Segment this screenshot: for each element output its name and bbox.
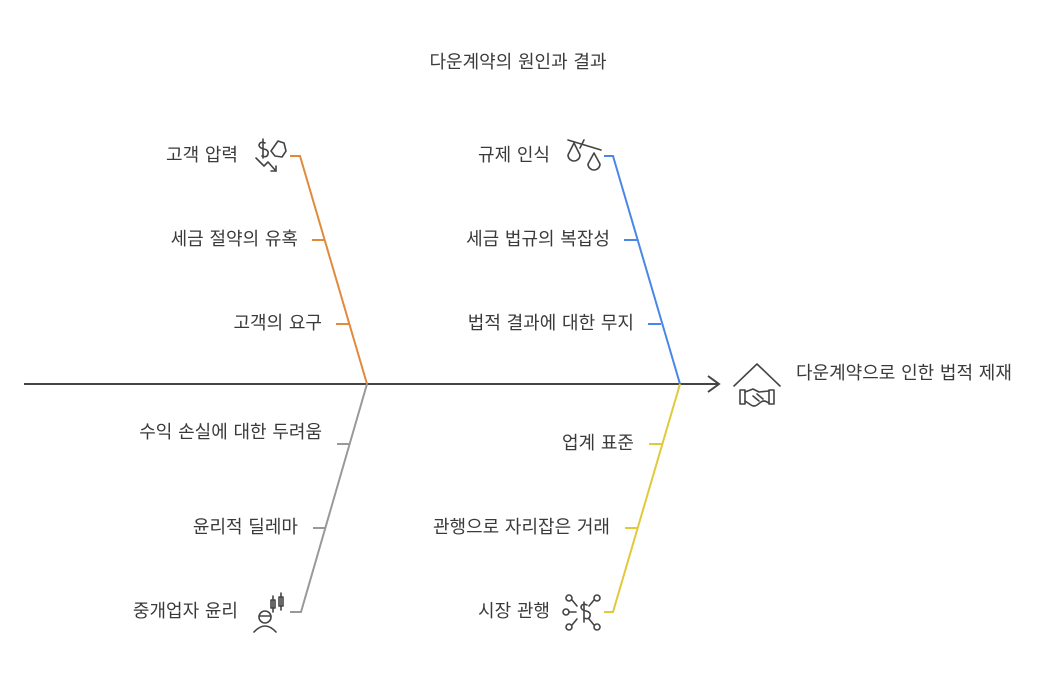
network-money-icon: [562, 594, 601, 631]
cause-tax-saving-temptation: 세금 절약의 유혹: [170, 229, 298, 250]
effect-label: 다운계약으로 인한 법적 제재: [796, 363, 1012, 384]
bone-bottom-left: [290, 383, 368, 613]
category-market-practice: 시장 관행: [478, 601, 550, 622]
cause-established-practice: 관행으로 자리잡은 거래: [432, 517, 610, 538]
cause-customer-demand: 고객의 요구: [233, 313, 322, 334]
category-customer-pressure: 고객 압력: [166, 145, 238, 166]
cause-legal-ignorance: 법적 결과에 대한 무지: [467, 313, 634, 334]
agent-candles-icon: [253, 592, 284, 633]
category-regulatory-awareness: 규제 인식: [478, 145, 550, 166]
handshake-house-icon: [733, 363, 781, 407]
bone-top-left: [290, 155, 368, 385]
money-pressure-icon: [255, 138, 287, 172]
bone-top-right: [604, 155, 681, 385]
scales-icon: [567, 139, 602, 171]
diagram-title: 다운계약의 원인과 결과: [429, 52, 607, 73]
cause-ethical-dilemma: 윤리적 딜레마: [192, 517, 298, 538]
cause-fear-of-revenue-loss: 수익 손실에 대한 두려움: [139, 422, 322, 443]
spine-arrowhead: [707, 375, 721, 393]
cause-tax-law-complexity: 세금 법규의 복잡성: [466, 229, 610, 250]
category-agent-ethics: 중개업자 윤리: [132, 601, 238, 622]
cause-industry-standard: 업계 표준: [562, 433, 634, 454]
bone-bottom-right: [604, 383, 681, 613]
